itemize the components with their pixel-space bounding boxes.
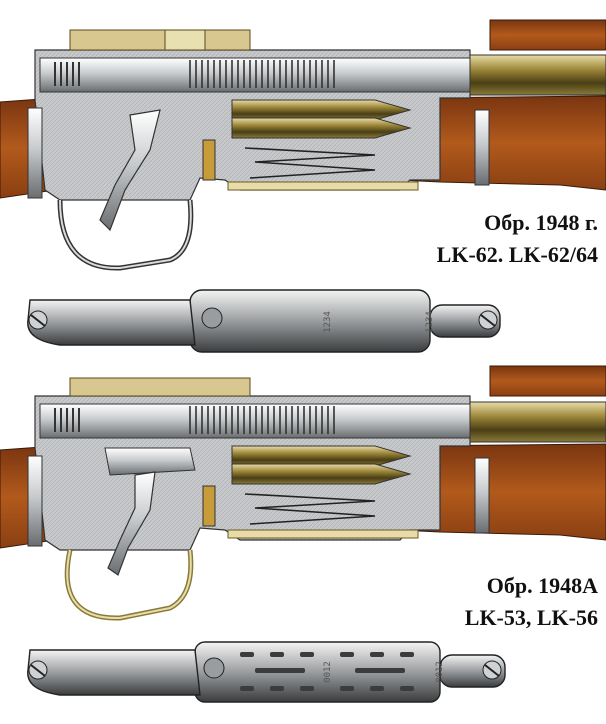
barrel-lower [469,401,606,443]
screw-slot-rear [30,314,46,327]
guard-marking-b: 1234 [425,311,435,333]
front-screw-lower [474,457,490,534]
caption-model-1948a: Обр. 1948А LK-53, LK-56 [465,573,598,637]
guard-plate-body [189,289,431,353]
sear-spring [202,139,216,181]
magazine-spring-lower [244,493,376,525]
cartridge-top [231,99,412,121]
sear-housing [104,447,196,476]
trigger-lower [107,471,156,576]
plate-rivet [201,307,223,329]
guard-marking-d: 0012 [435,661,445,683]
sear-spring-lower [202,485,216,527]
front-screw [474,109,490,186]
trigger-guard-lower-inner [66,549,192,620]
trigger [99,109,161,232]
screw-slot-front-lower [484,664,500,677]
forestock-upper-lower [489,365,606,397]
barrel [469,54,606,96]
guard-bow [27,299,196,346]
caption-model-1948-title: Обр. 1948 г. [484,210,598,235]
plate-slots [240,652,414,691]
cartridge-top-lower [231,445,412,467]
receiver-top [69,29,251,51]
cartridge-bottom-lower [231,463,412,485]
trigger-guard-inner [59,199,192,270]
caption-model-1948-variants: LK-62. LK-62/64 [436,242,598,267]
magazine-spring [244,147,376,179]
rear-screw-lower [27,455,43,547]
cartridge-bottom [231,117,412,139]
screw-slot-rear-lower [30,664,46,677]
plate-rivet-lower [203,657,225,679]
magazine-floor-lower [227,529,419,539]
receiver-top-lower [69,377,251,397]
rifle-1948-cutaway [0,19,606,271]
forestock-upper [489,19,606,51]
trigger-guard-plate-1948: 1234 1234 [27,289,501,353]
bolt-lower [39,403,471,439]
rifle-1948a-cutaway [0,365,606,621]
bolt-knurl [54,62,80,86]
caption-model-1948: Обр. 1948 г. LK-62. LK-62/64 [437,210,598,274]
magazine-floor [227,181,419,191]
screw-slot-front [480,314,496,327]
caption-model-1948a-variants: LK-53, LK-56 [464,605,598,630]
rear-sight-block [164,29,206,51]
bolt-knurl-lower [54,408,80,432]
guard-bow-lower [27,649,201,696]
rear-screw [27,107,43,199]
trigger-guard-plate-1948a: 0012 0012 [27,641,506,703]
caption-model-1948a-title: Обр. 1948А [486,573,598,598]
guard-marking-a: 1234 [323,311,333,333]
bolt [39,57,471,93]
firing-spring-lower [189,406,335,434]
trigger-guard [57,199,194,271]
firing-spring [189,60,335,88]
guard-marking-c: 0012 [323,661,333,683]
